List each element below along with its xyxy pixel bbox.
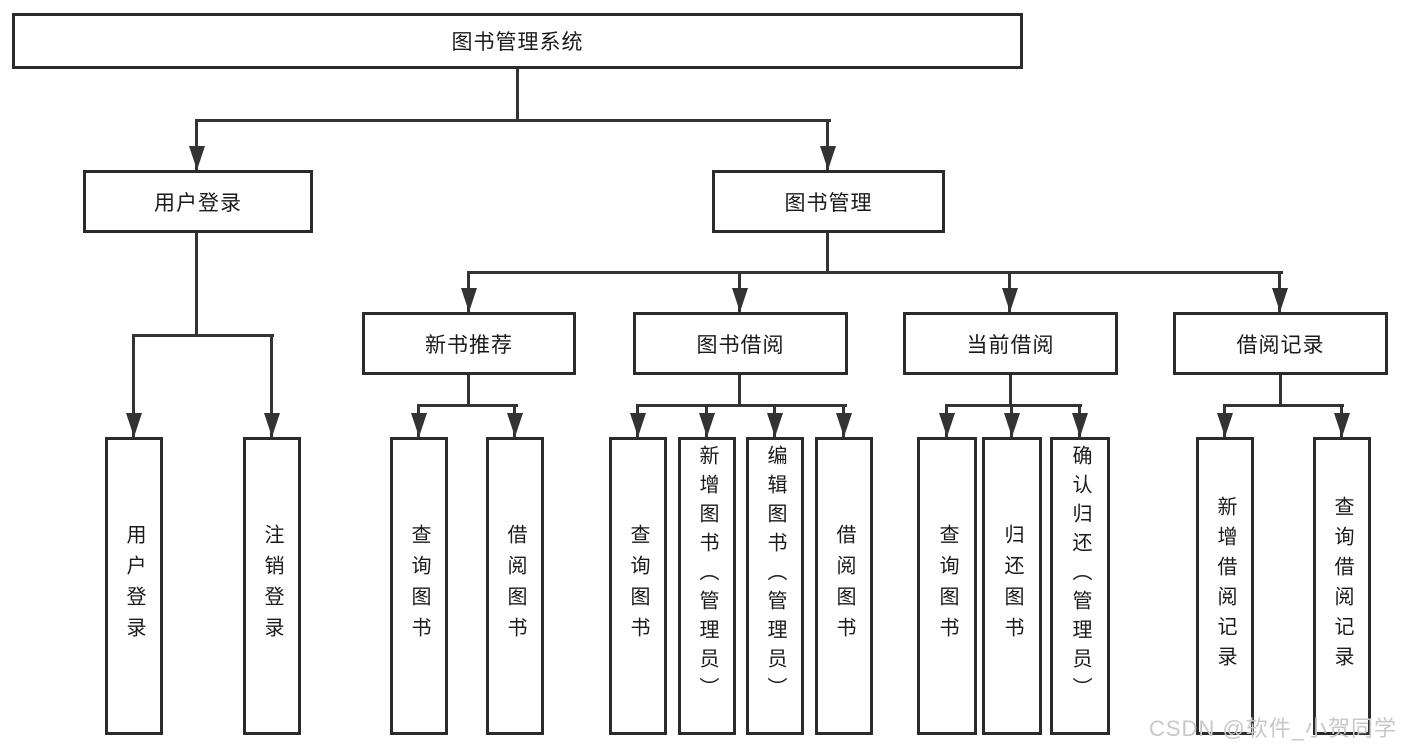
connector-line — [132, 334, 274, 337]
csdn-watermark: CSDN @软件_小贺同学 — [1148, 716, 1397, 741]
leaf-label: 归还图书 — [1001, 524, 1023, 648]
leaf-label: 用户登录 — [123, 524, 145, 648]
leaf-label: 注销登录 — [261, 524, 283, 648]
leaf-return-books: 归还图书 — [982, 437, 1042, 735]
connector-line — [826, 119, 829, 170]
connector-line — [738, 375, 741, 407]
arrowhead-icon — [1334, 413, 1350, 437]
connector-line — [636, 404, 847, 407]
leaf-label: 新增借阅记录 — [1214, 496, 1236, 676]
connector-line — [1009, 375, 1012, 407]
leaf-label: 确认归还（管理员） — [1069, 445, 1091, 706]
node-root-system: 图书管理系统 — [12, 13, 1023, 69]
arrowhead-icon — [939, 413, 955, 437]
arrowhead-icon — [820, 146, 836, 170]
leaf-edit-books-admin: 编辑图书（管理员） — [746, 437, 804, 735]
arrowhead-icon — [461, 288, 477, 312]
arrowhead-icon — [732, 288, 748, 312]
connector-line — [1223, 404, 1344, 407]
leaf-label: 查询图书 — [936, 524, 958, 648]
node-book-borrow: 图书借阅 — [633, 312, 848, 375]
connector-line — [1279, 375, 1282, 407]
connector-line — [195, 119, 831, 122]
node-new-book-recommend: 新书推荐 — [362, 312, 576, 375]
connector-line — [945, 404, 1082, 407]
connector-line — [270, 334, 273, 437]
node-borrow-records: 借阅记录 — [1173, 312, 1388, 375]
leaf-query-borrow-record: 查询借阅记录 — [1313, 437, 1371, 735]
connector-line — [417, 404, 518, 407]
leaf-confirm-return-admin: 确认归还（管理员） — [1050, 437, 1110, 735]
leaf-user-login: 用户登录 — [105, 437, 163, 735]
connector-line — [195, 233, 198, 336]
leaf-label: 查询图书 — [408, 524, 430, 648]
leaf-label: 借阅图书 — [504, 524, 526, 648]
leaf-label: 新增图书（管理员） — [696, 445, 718, 706]
leaf-logout: 注销登录 — [243, 437, 301, 735]
leaf-borrow-books: 借阅图书 — [815, 437, 873, 735]
arrowhead-icon — [767, 413, 783, 437]
connector-line — [826, 233, 829, 274]
leaf-borrow-books: 借阅图书 — [486, 437, 544, 735]
arrowhead-icon — [836, 413, 852, 437]
arrowhead-icon — [630, 413, 646, 437]
arrowhead-icon — [1004, 413, 1020, 437]
connector-line — [195, 119, 198, 170]
connector-line — [467, 375, 470, 407]
arrowhead-icon — [411, 413, 427, 437]
connector-line — [467, 271, 1283, 274]
arrowhead-icon — [1217, 413, 1233, 437]
leaf-label: 查询借阅记录 — [1331, 496, 1353, 676]
arrowhead-icon — [699, 413, 715, 437]
arrowhead-icon — [507, 413, 523, 437]
connector-line — [516, 69, 519, 120]
connector-line — [132, 334, 135, 437]
arrowhead-icon — [126, 413, 142, 437]
node-user-login: 用户登录 — [83, 170, 313, 233]
node-book-management: 图书管理 — [712, 170, 945, 233]
leaf-add-books-admin: 新增图书（管理员） — [678, 437, 736, 735]
leaf-label: 借阅图书 — [833, 524, 855, 648]
leaf-query-books: 查询图书 — [390, 437, 448, 735]
leaf-query-books: 查询图书 — [609, 437, 667, 735]
arrowhead-icon — [189, 146, 205, 170]
node-current-borrow: 当前借阅 — [903, 312, 1118, 375]
arrowhead-icon — [1072, 413, 1088, 437]
leaf-label: 查询图书 — [627, 524, 649, 648]
arrowhead-icon — [264, 413, 280, 437]
arrowhead-icon — [1272, 288, 1288, 312]
arrowhead-icon — [1002, 288, 1018, 312]
leaf-query-books: 查询图书 — [917, 437, 977, 735]
leaf-add-borrow-record: 新增借阅记录 — [1196, 437, 1254, 735]
leaf-label: 编辑图书（管理员） — [764, 445, 786, 706]
